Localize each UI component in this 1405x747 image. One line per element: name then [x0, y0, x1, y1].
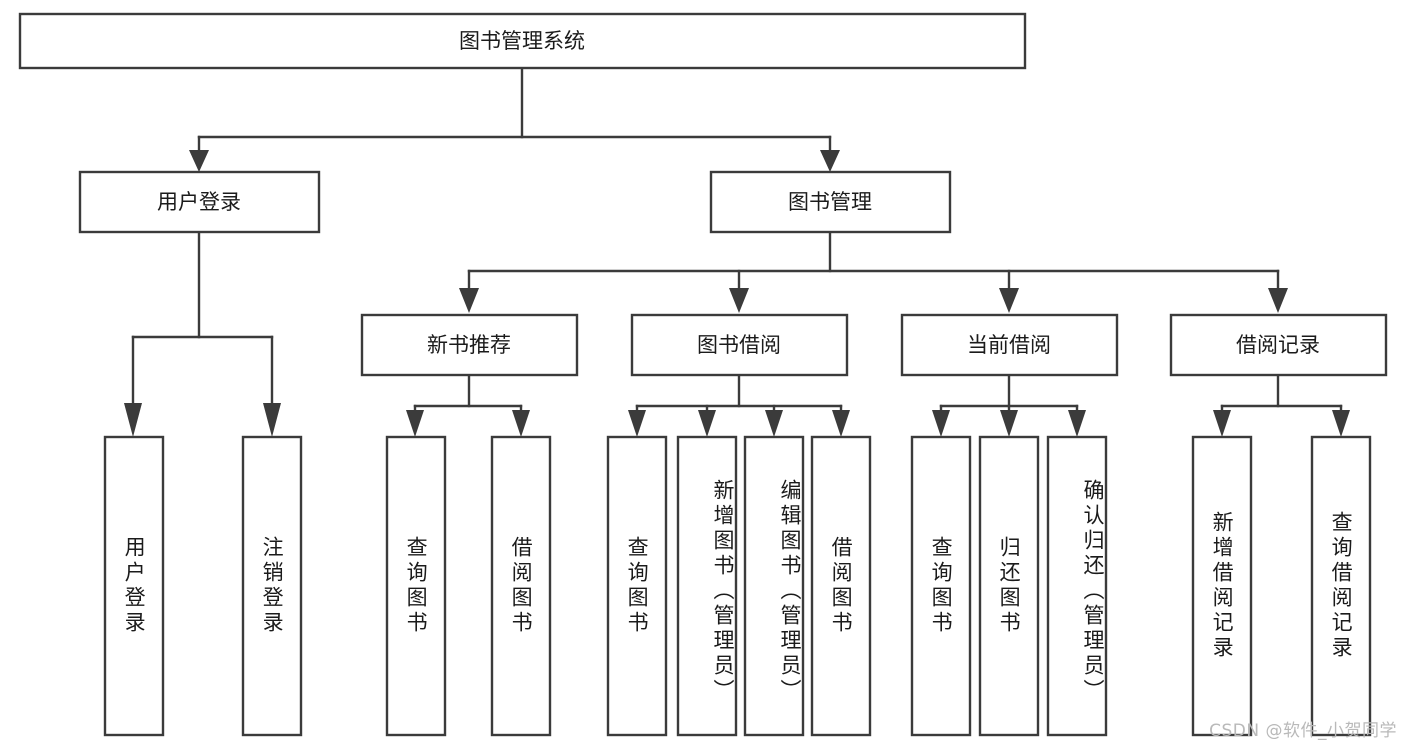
node-leaf-box-8[interactable] — [910, 435, 972, 737]
node-leaf-box-2[interactable] — [385, 435, 447, 737]
node-book-management-box[interactable] — [709, 170, 952, 234]
node-book-borrow-label: 图书借阅 — [697, 333, 781, 357]
arrow-head-leaf-add-book — [698, 410, 716, 437]
arrow-head-leaf-edit-book — [765, 410, 783, 437]
node-root-label: 图书管理系统 — [459, 29, 585, 53]
node-leaf-box-7[interactable] — [810, 435, 872, 737]
node-leaf-box-0[interactable] — [103, 435, 165, 737]
node-leaf-box-6[interactable] — [743, 435, 805, 737]
arrow-head-leaf-query-book-2 — [628, 410, 646, 437]
arrow-head-leaf-query-record — [1332, 410, 1350, 437]
arrow-head-book-mgmt — [820, 150, 840, 172]
arrow-head-borrow-record — [1268, 288, 1288, 313]
watermark-text: CSDN @软件_小贺同学 — [1209, 721, 1397, 741]
arrow-head-leaf-query-book-3 — [932, 410, 950, 437]
node-leaf-box-4[interactable] — [606, 435, 668, 737]
arrow-head-new-book-rec — [459, 288, 479, 313]
node-new-book-recommend-box[interactable] — [360, 313, 579, 377]
node-book-borrow-box[interactable] — [630, 313, 849, 377]
node-leaf-box-5[interactable] — [676, 435, 738, 737]
arrow-head-book-borrow — [729, 288, 749, 313]
arrow-head-leaf-confirm-return — [1068, 410, 1086, 437]
node-user-login-label: 用户登录 — [157, 190, 241, 214]
node-leaf-box-11[interactable] — [1191, 435, 1253, 737]
arrow-head-leaf-add-record — [1213, 410, 1231, 437]
connector-layer — [124, 66, 1350, 437]
node-borrow-record-box[interactable] — [1169, 313, 1388, 377]
arrow-head-leaf-logout — [263, 403, 281, 437]
node-current-borrow-label: 当前借阅 — [967, 333, 1051, 357]
arrow-head-leaf-return-book — [1000, 410, 1018, 437]
arrow-head-leaf-borrow-book-2 — [832, 410, 850, 437]
arrow-head-leaf-query-book-1 — [406, 410, 424, 437]
node-root-box[interactable] — [18, 12, 1027, 70]
node-borrow-record-label: 借阅记录 — [1236, 333, 1320, 357]
node-layer: 图书管理系统 用户登录 图书管理 新书推荐 图书借阅 当前借阅 借阅记录 — [18, 12, 1388, 737]
arrow-head-leaf-borrow-book-1 — [512, 410, 530, 437]
node-leaf-box-3[interactable] — [490, 435, 552, 737]
node-new-book-recommend-label: 新书推荐 — [427, 333, 511, 357]
node-user-login-box[interactable] — [78, 170, 321, 234]
node-current-borrow-box[interactable] — [900, 313, 1119, 377]
node-leaf-box-10[interactable] — [1046, 435, 1108, 737]
node-leaf-box-1[interactable] — [241, 435, 303, 737]
node-leaf-box-12[interactable] — [1310, 435, 1372, 737]
node-leaf-box-9[interactable] — [978, 435, 1040, 737]
arrow-head-leaf-user-login — [124, 403, 142, 437]
node-book-management-label: 图书管理 — [788, 190, 872, 214]
arrow-head-current-borrow — [999, 288, 1019, 313]
arrow-head-user-login — [189, 150, 209, 172]
